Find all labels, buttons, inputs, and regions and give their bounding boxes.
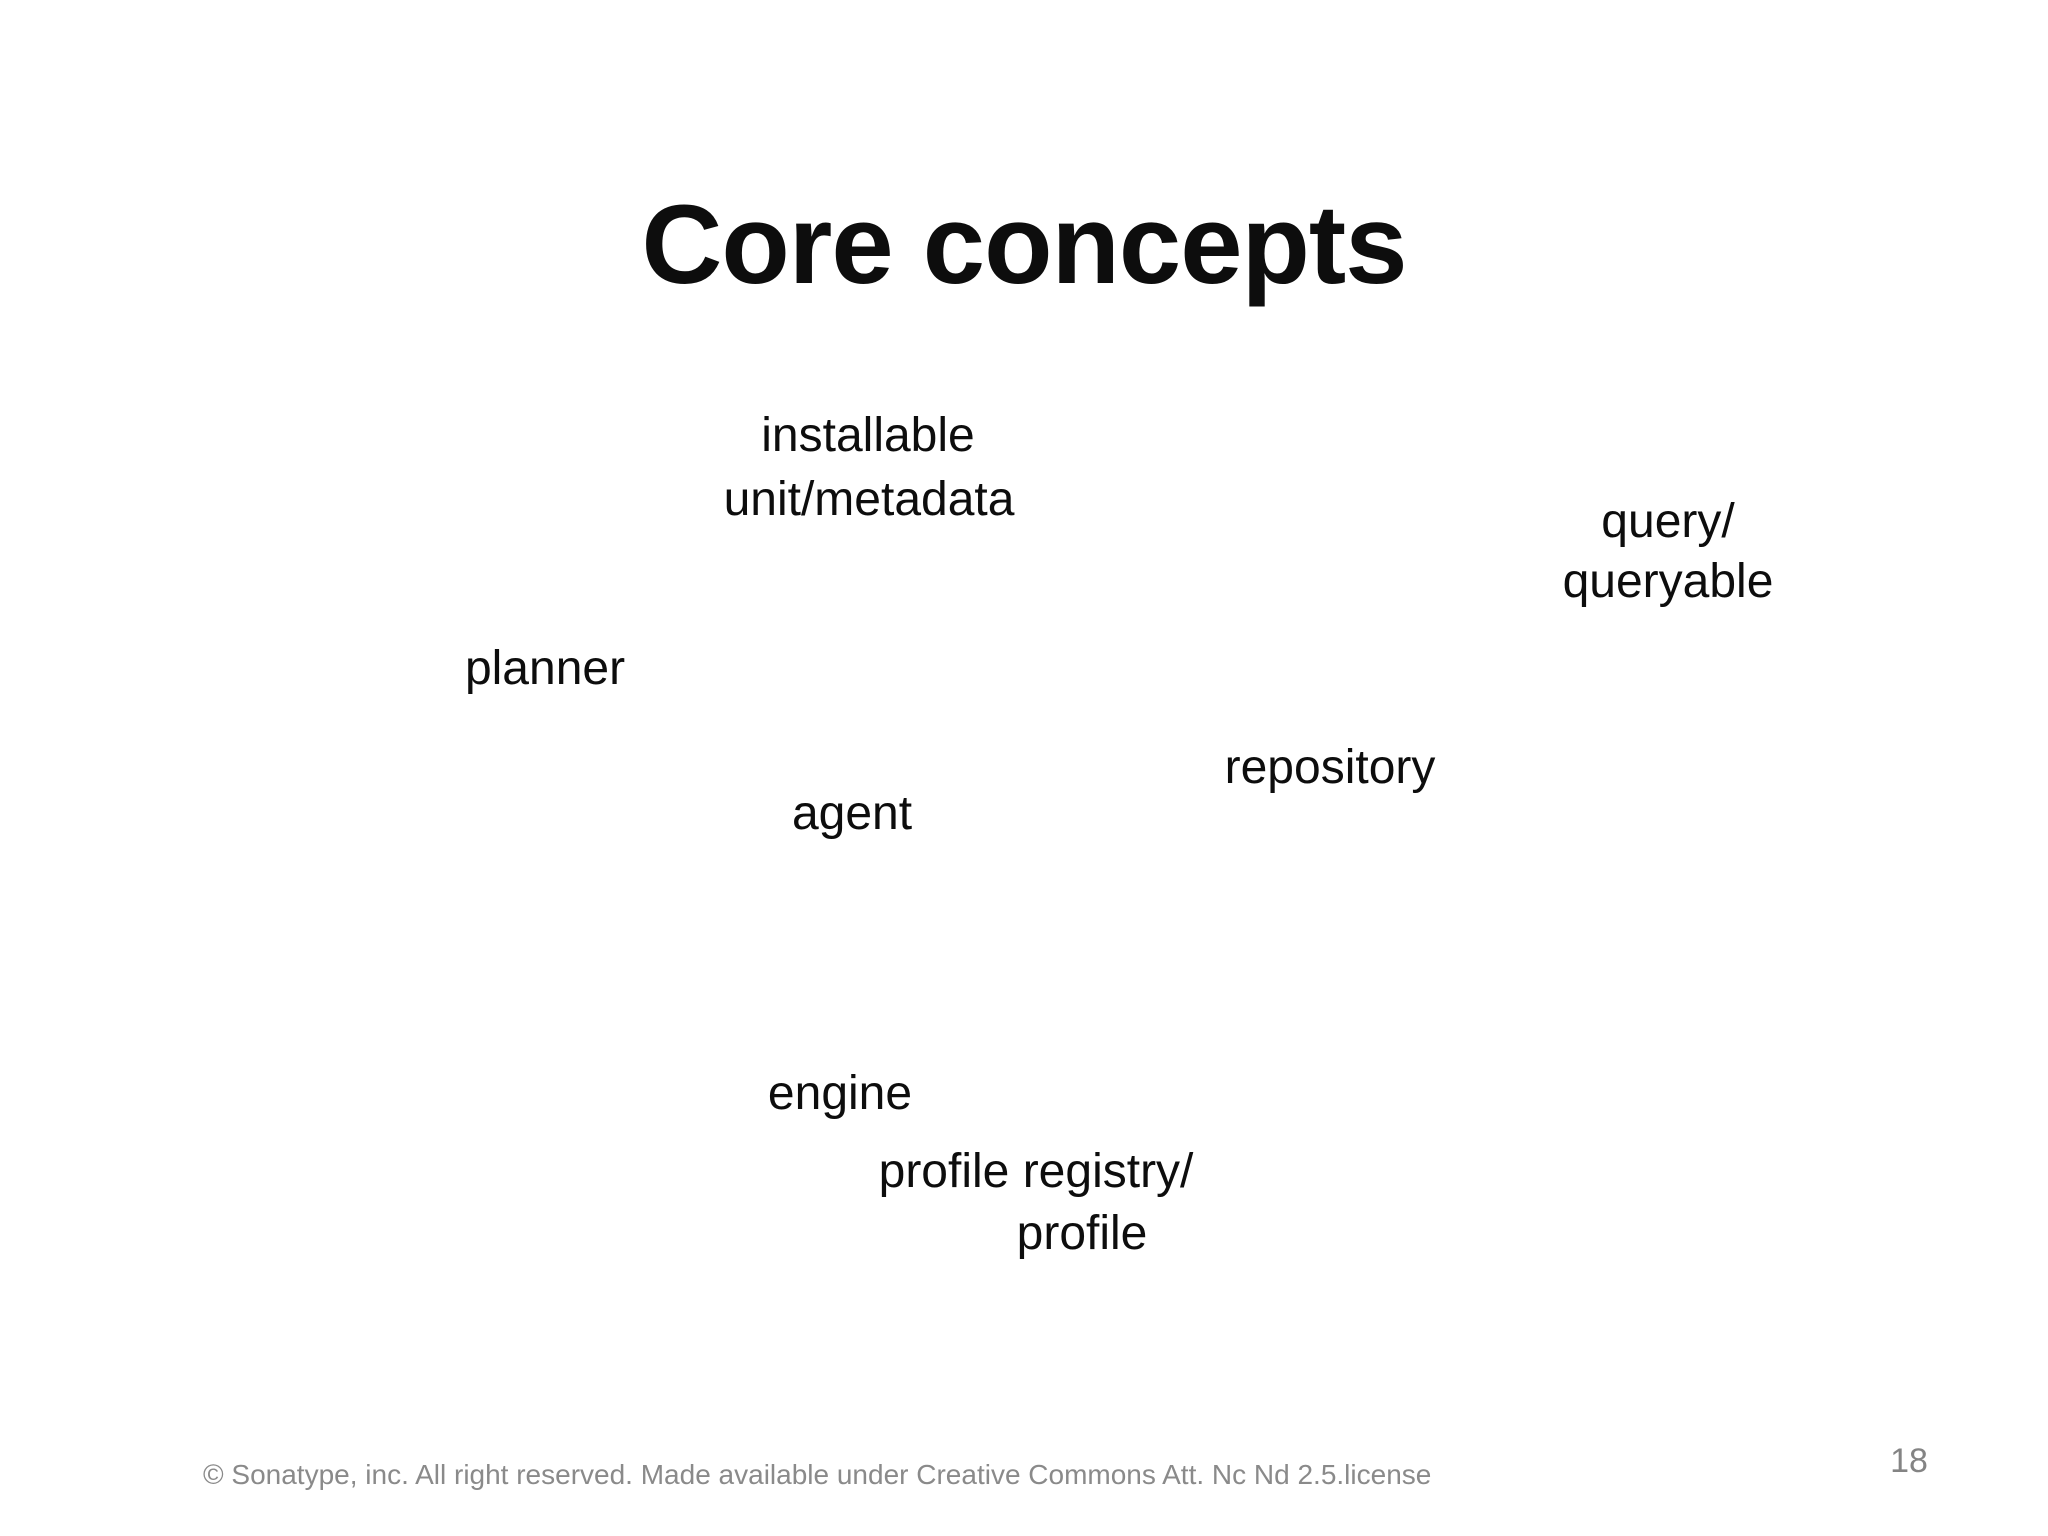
concept-label-planner: planner [464,642,626,695]
concept-label-profile: profile [1016,1207,1148,1260]
concept-label-engine: engine [767,1067,913,1120]
concept-label-unit-metadata: unit/metadata [723,473,1015,526]
concept-label-installable: installable [761,409,975,462]
page-number: 18 [1890,1442,1928,1480]
concept-label-repository: repository [1224,741,1436,794]
slide-title: Core concepts [641,182,1408,308]
concept-label-agent: agent [791,787,913,840]
concept-label-query: query/ [1601,495,1735,548]
concept-label-profile-registry: profile registry/ [878,1145,1194,1198]
concept-label-queryable: queryable [1562,555,1774,608]
footer-copyright: © Sonatype, inc. All right reserved. Mad… [203,1459,1432,1490]
